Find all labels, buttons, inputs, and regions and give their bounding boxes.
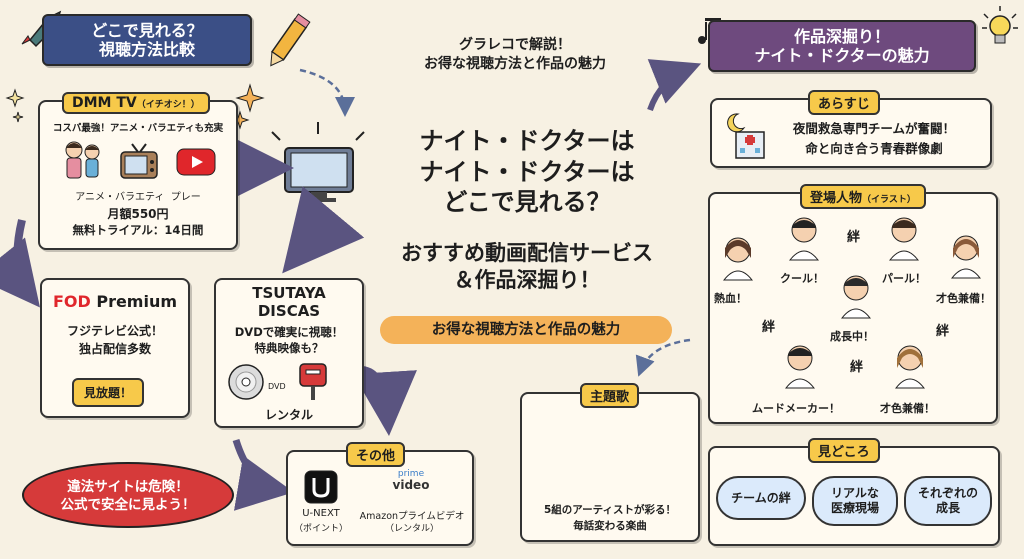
tsutaya-footer: レンタル <box>264 408 313 422</box>
dmm-trial: 無料トライアル：14日間 <box>72 223 204 237</box>
label-mood: ムードメーカー！ <box>752 402 840 415</box>
characters-title: 登場人物 <box>810 191 863 206</box>
work-deep-dive-banner: 作品深掘り！ ナイト・ドクターの魅力 <box>708 20 976 72</box>
unext-note: （ポイント） <box>293 524 348 534</box>
tv-icon <box>271 122 365 202</box>
character-pearl <box>888 217 920 261</box>
characters-tag: 登場人物（イラスト） <box>800 184 926 209</box>
dmm-price: 月額550円 <box>107 207 169 221</box>
bond-label: 絆 <box>762 320 776 335</box>
label-growing: 成長中！ <box>830 330 874 343</box>
highlight-line-2: 成長 <box>935 501 960 515</box>
caption-line-1: グラレコで解説！ <box>459 37 571 53</box>
dmm-genres: アニメ・バラエティ <box>75 192 165 203</box>
fod-title: FOD Premium <box>44 292 186 311</box>
retro-tv-icon <box>120 143 158 179</box>
dmm-title: DMM TV <box>72 95 137 111</box>
main-title-line-2: ナイト・ドクターは <box>419 157 635 186</box>
banner-line-1: どこで見れる？ <box>91 21 203 40</box>
hospital-icon <box>735 131 765 159</box>
label-passion: 熱血！ <box>714 292 747 305</box>
banner-line-2: 視聴方法比較 <box>98 40 195 60</box>
fod-title-red: FOD <box>52 292 91 311</box>
label-cool: クール！ <box>780 272 824 285</box>
dvd-icon <box>228 364 264 400</box>
highlight-line-1: それぞれの <box>917 486 978 500</box>
main-title-line-1: ナイト・ドクターは <box>419 127 635 155</box>
synopsis-line-2: 命と向き合う青春群像劇 <box>805 141 943 156</box>
label-talent-1: 才色兼備！ <box>936 292 991 305</box>
youtube-play-icon <box>176 148 216 176</box>
banner-line-1: 作品深掘り！ <box>793 27 890 46</box>
tsutaya-title-2: DISCAS <box>257 302 321 320</box>
banner-line-2: ナイト・ドクターの魅力 <box>754 46 930 66</box>
character-growing <box>840 275 872 319</box>
dmm-play-label: プレー <box>170 192 201 203</box>
prime-logo-line-1: prime <box>397 469 425 479</box>
label-talent-2: 才色兼備！ <box>880 402 935 415</box>
warning-bubble: 違法サイトは危険！ 公式で安全に見よう！ <box>22 462 234 528</box>
highlight-line-1: リアルな <box>831 486 879 500</box>
tsutaya-discas-card <box>214 278 364 428</box>
theme-song-line-2: 毎話変わる楽曲 <box>573 520 647 532</box>
mailbox-icon <box>299 363 327 400</box>
tsutaya-line-2: 特典映像も？ <box>254 341 324 355</box>
dmm-title-note: （イチオシ！） <box>136 100 200 110</box>
bond-label: 絆 <box>936 324 950 339</box>
dmm-catch: コスパ最強！アニメ・バラエティも充実 <box>52 123 224 134</box>
main-highlight: お得な視聴方法と作品の魅力 <box>380 316 672 344</box>
fod-line-2: 独占配信多数 <box>78 342 151 356</box>
character-cool <box>788 217 820 261</box>
warning-line-2: 公式で安全に見よう！ <box>60 497 196 514</box>
characters-card <box>708 192 998 424</box>
fod-unlimited-button[interactable]: 見放題！ <box>72 378 145 407</box>
prime-note: （レンタル） <box>384 524 439 534</box>
synopsis-tag: あらすじ <box>808 90 880 115</box>
main-title-line-3: どこで見れる？ <box>443 188 611 217</box>
highlight-line-2: 医療現場 <box>830 501 879 515</box>
highlight-line-1: チームの絆 <box>731 490 791 505</box>
fod-title-rest: Premium <box>90 292 178 311</box>
top-center-caption: グラレコで解説！ お得な視聴方法と作品の魅力 <box>390 36 640 74</box>
bond-label: 絆 <box>847 230 861 245</box>
character-talent-2 <box>894 345 926 389</box>
dmm-tv-tag: DMM TV（イチオシ！） <box>62 92 210 114</box>
prime-logo-line-2: video <box>392 478 430 493</box>
lightbulb-icon <box>982 6 1018 44</box>
main-subtitle: おすすめ動画配信サービス ＆作品深掘り！ <box>362 240 692 295</box>
character-talent-1 <box>950 235 982 279</box>
warning-line-1: 違法サイトは危険！ <box>67 479 189 495</box>
prime-video-logo-icon: prime video <box>386 469 436 493</box>
dmm-genres-row: アニメ・バラエティ プレー <box>40 188 236 203</box>
synopsis-line-1: 夜間救急専門チームが奮闘！ <box>792 121 956 136</box>
highlight-real-medical: リアルな医療現場 <box>812 476 898 526</box>
fod-line-1: フジテレビ公式！ <box>66 324 163 338</box>
pencil-icon <box>270 13 311 67</box>
main-subtitle-line-2: ＆作品深掘り！ <box>453 268 601 293</box>
unext-logo-icon <box>304 470 338 504</box>
viewing-comparison-banner: どこで見れる？ 視聴方法比較 <box>42 14 252 66</box>
tsutaya-title-1: TSUTAYA <box>252 284 326 302</box>
dvd-label: DVD <box>268 382 286 391</box>
highlight-team-bond: チームの絆 <box>716 476 806 520</box>
others-tag: その他 <box>346 442 406 467</box>
main-title: ナイト・ドクターは ナイト・ドクターは どこで見れる？ <box>362 126 692 218</box>
theme-song-tag: 主題歌 <box>580 383 640 408</box>
main-subtitle-line-1: おすすめ動画配信サービス <box>401 241 653 265</box>
moon-icon <box>727 113 746 133</box>
characters-title-note: （イラスト） <box>862 195 916 205</box>
kids-illustration <box>65 141 100 179</box>
theme-song-line-1: 5組のアーティストが彩る！ <box>543 504 677 516</box>
highlight-growth: それぞれの成長 <box>904 476 992 526</box>
character-mood <box>784 345 816 389</box>
highlights-tag: 見どころ <box>808 438 880 463</box>
tsutaya-line-1: DVDで確実に視聴！ <box>234 325 344 339</box>
prime-name: Amazonプライムビデオ <box>359 511 465 522</box>
character-passion <box>722 237 754 281</box>
bond-label: 絆 <box>850 360 864 375</box>
label-pearl: パール！ <box>882 272 926 285</box>
caption-line-2: お得な視聴方法と作品の魅力 <box>424 55 606 72</box>
theme-song-card <box>520 392 700 542</box>
unext-name: U-NEXT <box>302 508 340 519</box>
